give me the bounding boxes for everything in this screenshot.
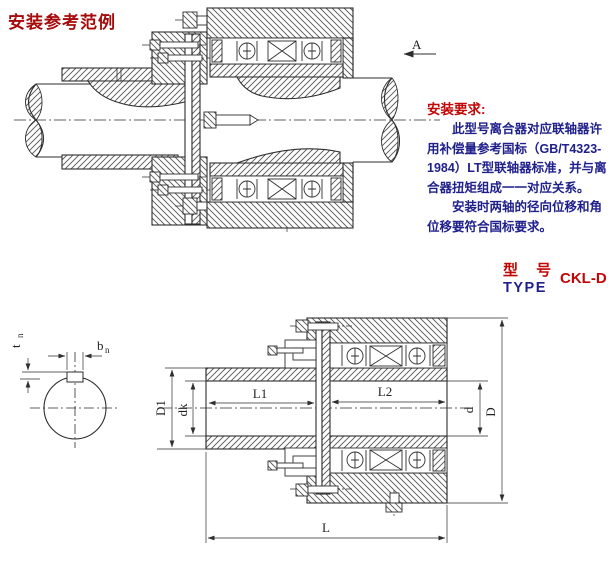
notes-paragraph-1: 此型号离合器对应联轴器许用补偿量参考国标（GB/T4323-1984）LT型联轴… [427, 122, 607, 195]
notes-paragraph-2: 安装时两轴的径向位移和角位移要符合国标要求。 [427, 200, 603, 234]
model-label-cn: 型 号 [503, 262, 559, 279]
dim-label-tn-sub: n [15, 333, 25, 338]
main-housing [206, 7, 354, 229]
upper-mechanism [267, 319, 352, 369]
dim-label-D: D [483, 407, 498, 416]
notes-heading: 安装要求: [427, 102, 486, 117]
model-value: CKL-D [560, 270, 607, 287]
keyway-notch [66, 371, 84, 383]
page-title: 安装参考范例 [8, 13, 116, 32]
dimensions: D1 dk L1 L2 d D [153, 317, 508, 543]
dim-label-D1: D1 [153, 400, 168, 416]
shaft-break-hatch [25, 83, 43, 158]
flange-disc [315, 321, 331, 495]
model-type-label: 型 号 TYPE CKL-D [503, 262, 607, 297]
upper-bearing-row [209, 37, 344, 65]
center-bolt [203, 111, 259, 129]
top-drawing: A [14, 7, 440, 233]
model-label-en: TYPE [503, 280, 547, 296]
keyway-section: b n t n [8, 333, 120, 448]
lower-bearing-row [209, 175, 344, 203]
installation-notes: 安装要求: 此型号离合器对应联轴器许用补偿量参考国标（GB/T4323-1984… [427, 98, 613, 237]
lower-mechanism [267, 447, 403, 518]
left-hub [61, 67, 193, 170]
dim-label-bn: b [97, 338, 104, 353]
view-arrow-A: A [403, 37, 436, 58]
view-arrow-label: A [412, 37, 422, 52]
dim-label-bn-sub: n [105, 345, 110, 355]
right-shaft [352, 38, 401, 202]
bottom-drawing: b n t n [8, 317, 508, 543]
dim-label-d: d [461, 406, 476, 413]
upper-flange-bolts [142, 39, 210, 64]
dim-label-L: L [322, 520, 330, 535]
lower-flange-bolts [142, 171, 210, 196]
dim-label-tn: t [8, 344, 23, 348]
dim-label-dk: dk [175, 403, 190, 417]
dim-label-L1: L1 [253, 386, 267, 401]
dim-label-L2: L2 [378, 384, 392, 399]
